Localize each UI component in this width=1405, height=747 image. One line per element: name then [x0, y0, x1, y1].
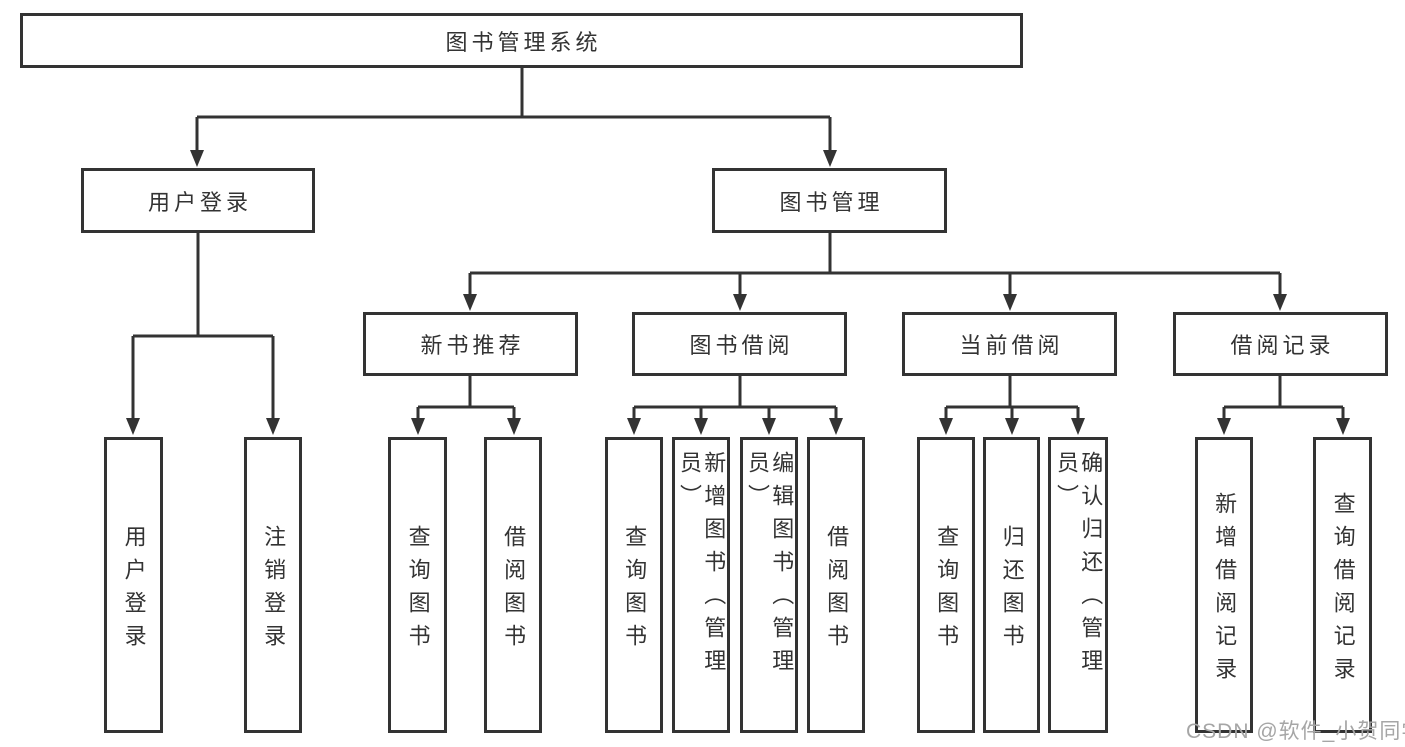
connector-book-mgmt-to-level3: [468, 233, 1282, 296]
connector-root-to-level2: [195, 68, 832, 152]
node-label: 查询图书: [622, 524, 648, 657]
node-label: 用户登录: [121, 524, 147, 657]
arrowhead: [190, 150, 204, 167]
node-label: 图书管理系统: [445, 29, 602, 55]
node-label: 新书推荐: [420, 333, 525, 358]
node-bb-query-books: 查询图书: [605, 437, 663, 733]
node-label: 查询图书: [405, 524, 431, 657]
arrowhead: [266, 418, 280, 435]
node-book-borrowing: 图书借阅: [632, 312, 847, 376]
node-cb-return-books: 归还图书: [983, 437, 1040, 733]
arrowhead: [1273, 294, 1287, 311]
node-label: 编辑图书（管理员）: [745, 451, 795, 682]
node-label: 图书管理: [779, 189, 884, 215]
node-current-borrowing: 当前借阅: [902, 312, 1117, 376]
arrowhead: [823, 150, 837, 167]
csdn-watermark: CSDN @软件_小贺同学: [1186, 720, 1405, 743]
node-book-management: 图书管理: [712, 168, 947, 233]
node-label: 归还图书: [999, 524, 1025, 657]
node-nb-borrow-books: 借阅图书: [484, 437, 542, 733]
node-label: 确认归还（管理员）: [1054, 451, 1104, 682]
node-label: 查询借阅记录: [1330, 491, 1356, 690]
node-bb-borrow-books: 借阅图书: [807, 437, 865, 733]
arrowhead: [627, 418, 641, 435]
arrowhead: [1336, 418, 1350, 435]
arrowhead: [733, 294, 747, 311]
arrowheads: [126, 150, 1350, 435]
node-label: 新增图书（管理员）: [677, 451, 727, 682]
node-label: 用户登录: [147, 189, 252, 215]
arrowhead: [463, 294, 477, 311]
connector-new-book-to-leaves: [416, 376, 516, 420]
node-label: 借阅记录: [1230, 333, 1335, 358]
node-label: 注销登录: [261, 524, 287, 657]
node-br-add-record: 新增借阅记录: [1195, 437, 1253, 733]
node-br-query-record: 查询借阅记录: [1313, 437, 1372, 733]
arrowhead: [411, 418, 425, 435]
node-cb-confirm-return-admin: 确认归还（管理员）: [1048, 437, 1108, 733]
arrowhead: [126, 418, 140, 435]
arrowhead: [939, 418, 953, 435]
arrowhead: [507, 418, 521, 435]
node-nb-query-books: 查询图书: [388, 437, 447, 733]
node-label: 新增借阅记录: [1212, 491, 1238, 690]
node-book-management-system: 图书管理系统: [20, 13, 1023, 68]
node-logout: 注销登录: [244, 437, 302, 733]
connector-current-borrow-to-leaves: [944, 376, 1080, 420]
node-borrowing-records: 借阅记录: [1173, 312, 1388, 376]
connector-user-login-to-leaves: [131, 233, 275, 420]
node-bb-add-books-admin: 新增图书（管理员）: [672, 437, 730, 733]
connector-book-borrow-to-leaves: [632, 376, 838, 420]
node-label: 图书借阅: [689, 333, 794, 358]
node-cb-query-books: 查询图书: [917, 437, 975, 733]
node-login: 用户登录: [104, 437, 163, 733]
node-label: 当前借阅: [959, 333, 1064, 358]
arrowhead: [694, 418, 708, 435]
node-label: 借阅图书: [501, 524, 527, 657]
arrowhead: [1071, 418, 1085, 435]
arrowhead: [1003, 294, 1017, 311]
arrowhead: [1217, 418, 1231, 435]
node-user-login: 用户登录: [81, 168, 315, 233]
node-label: 查询图书: [934, 524, 960, 657]
arrowhead: [762, 418, 776, 435]
arrowhead: [1005, 418, 1019, 435]
node-bb-edit-books-admin: 编辑图书（管理员）: [740, 437, 798, 733]
node-new-book-recommend: 新书推荐: [363, 312, 578, 376]
arrowhead: [829, 418, 843, 435]
connector-borrow-records-to-leaves: [1222, 376, 1345, 420]
node-label: 借阅图书: [824, 524, 850, 657]
